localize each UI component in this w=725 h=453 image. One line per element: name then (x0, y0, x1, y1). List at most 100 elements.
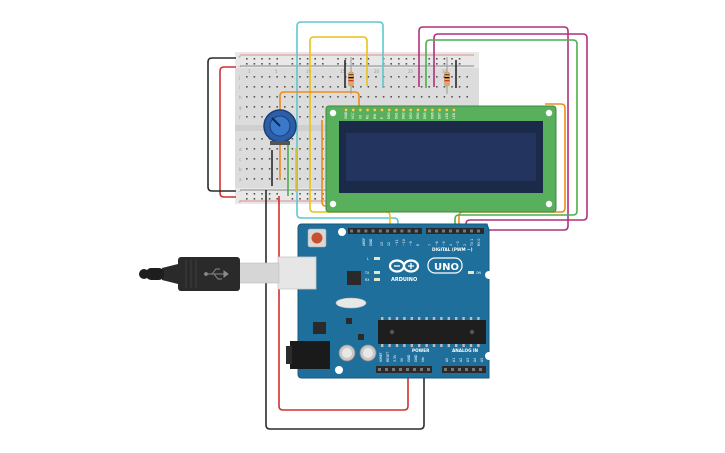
breadboard-hole (367, 63, 370, 65)
rail-sign-bottom-plus: + (238, 199, 241, 204)
wire-cyan-top[interactable] (296, 21, 384, 88)
breadboard-hole (268, 58, 271, 60)
breadboard-hole (436, 63, 438, 65)
analog-pin-label: A4 (473, 358, 477, 362)
lcd-mount-hole (545, 109, 553, 117)
wire-red-5v[interactable] (278, 196, 409, 411)
breadboard-hole (314, 106, 316, 108)
lcd-pin-label: LED (445, 112, 449, 119)
chip-leg (469, 317, 473, 320)
wire-black-left-rail[interactable] (207, 57, 236, 192)
header-pin (456, 229, 459, 233)
chip-leg (403, 344, 406, 347)
wire-cyan-lcd-to-pin12[interactable] (296, 57, 399, 232)
lcd-pin (358, 108, 363, 112)
breadboard-hole (306, 96, 309, 98)
breadboard-hole (276, 96, 278, 98)
wire-yellow-top[interactable] (309, 36, 368, 90)
breadboard-hole (405, 86, 408, 88)
usb-grip-lines (185, 260, 197, 288)
breadboard-hole (360, 76, 362, 78)
reset-button-cap[interactable] (311, 232, 323, 244)
breadboard-hole (261, 86, 263, 88)
breadboard-top-rail (235, 52, 479, 68)
lcd-pin (380, 108, 384, 112)
breadboard-hole (314, 58, 316, 60)
rail-sign-top-minus: − (238, 64, 241, 69)
crystal (335, 297, 367, 309)
chip-leg (425, 344, 428, 347)
wire-green-outer[interactable] (425, 39, 578, 232)
uno-badge (427, 257, 463, 274)
breadboard-hole (299, 168, 301, 170)
potentiometer[interactable] (263, 109, 297, 145)
wire-black-gnd[interactable] (265, 190, 425, 430)
chip-leg (447, 317, 450, 320)
header-pin (477, 229, 480, 233)
breadboard-hole (390, 63, 392, 65)
wire-purple-outer-2[interactable] (433, 33, 588, 232)
breadboard-hole (337, 76, 339, 78)
wire-orange-lcd-to-pin5[interactable] (458, 103, 566, 232)
breadboard-hole (299, 63, 301, 65)
breadboard-hole (253, 178, 256, 180)
column-number: 15 (340, 69, 346, 74)
lcd-pin (344, 108, 348, 112)
digital-pin-label: ~11 (395, 239, 399, 246)
breadboard-hole (253, 63, 256, 65)
breadboard-hole (246, 168, 248, 170)
breadboard-hole (382, 96, 385, 98)
breadboard-hole (329, 96, 332, 98)
breadboard-hole (253, 76, 256, 78)
lcd-screen (346, 133, 536, 181)
breadboard-hole (299, 96, 301, 98)
lcd-pin-label: RW (373, 113, 377, 119)
voltage-regulator (313, 322, 326, 334)
chip-leg (403, 317, 406, 320)
chip-notch (389, 329, 395, 335)
breadboard-hole (291, 86, 294, 88)
breadboard-hole (314, 168, 316, 170)
row-letter: a (239, 177, 242, 182)
lcd-pin-label: DB2 (402, 112, 406, 119)
dc-power-jack[interactable] (290, 341, 330, 369)
wire-red-left-rail[interactable] (219, 66, 236, 198)
resistor-1[interactable] (348, 57, 354, 94)
analog-header (442, 366, 486, 373)
lcd-pin-label: DB4 (416, 112, 420, 119)
breadboard-hole (352, 63, 354, 65)
header-pin (470, 229, 473, 233)
lcd-pin-label: RS (366, 115, 370, 119)
breadboard-hole (246, 116, 248, 118)
breadboard-hole (322, 63, 324, 65)
rail-sign-top-plus: + (238, 54, 241, 59)
analog-pin-label: A2 (459, 358, 463, 362)
resistor-2[interactable] (444, 57, 450, 94)
lcd-pin (409, 108, 413, 112)
wire-orange-pot-wiper[interactable] (279, 91, 360, 180)
breadboard-hole (253, 58, 256, 60)
breadboard-hole (268, 158, 271, 160)
breadboard-hole (413, 96, 415, 98)
breadboard-hole (314, 116, 316, 118)
breadboard-hole (314, 76, 316, 78)
breadboard-hole (276, 58, 278, 60)
breadboard-hole (261, 76, 263, 78)
header-pin (451, 368, 454, 371)
usb-cable[interactable] (139, 256, 317, 291)
breadboard-hole (261, 198, 263, 200)
header-pin (364, 229, 368, 233)
breadboard-hole (306, 63, 309, 65)
chip-leg (395, 344, 399, 347)
chip-leg (418, 344, 421, 347)
breadboard-hole (246, 96, 248, 98)
header-pin (458, 368, 461, 371)
chip-leg (462, 344, 465, 347)
breadboard-hole (268, 63, 271, 65)
chip-leg (477, 344, 480, 347)
